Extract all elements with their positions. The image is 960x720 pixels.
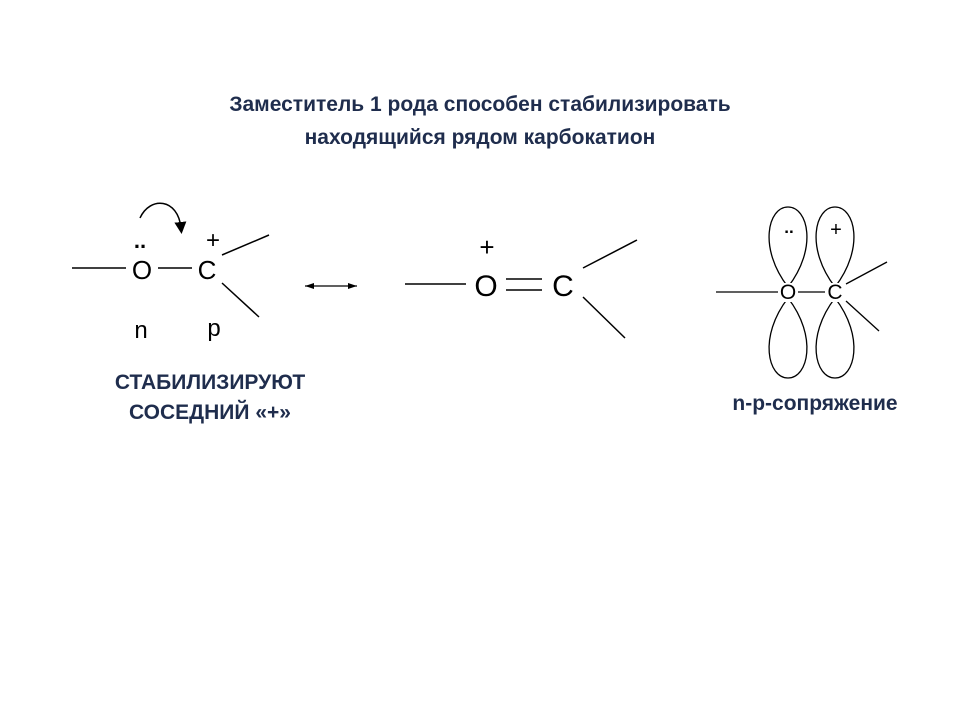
caption-stabilize-line-2: СОСЕДНИЙ «+» <box>129 401 291 424</box>
orbital-p-lower <box>815 296 855 379</box>
bond-c-upper <box>845 261 888 285</box>
structure-left: O C .. + n p <box>72 202 270 344</box>
atom-carbon: C <box>198 255 217 285</box>
structure-right: O C .. + <box>716 206 888 379</box>
positive-charge: + <box>206 227 220 254</box>
atom-oxygen: O <box>780 281 796 304</box>
label-p: p <box>207 315 220 342</box>
orbital-p-upper <box>815 206 855 289</box>
positive-charge: + <box>479 232 494 262</box>
lone-pair-dots: .. <box>134 228 146 253</box>
bond-c-lower <box>221 282 260 318</box>
orbital-n-lower <box>768 296 808 379</box>
bond-c-lower <box>582 296 626 339</box>
slide-title-line-1: Заместитель 1 рода способен стабилизиров… <box>229 93 731 116</box>
positive-charge: + <box>830 219 842 241</box>
atom-oxygen: O <box>474 270 497 303</box>
caption-np-conjugation: n-p-сопряжение <box>732 392 898 415</box>
slide-title-line-2: находящийся рядом карбокатион <box>304 126 656 149</box>
caption-stabilize-line-1: СТАБИЛИЗИРУЮТ <box>114 371 306 394</box>
bond-c-upper <box>221 234 270 256</box>
structure-middle: O C + <box>405 232 638 339</box>
atom-carbon: C <box>827 281 842 304</box>
atom-oxygen: O <box>132 255 152 285</box>
bond-c-upper <box>582 239 638 269</box>
atom-carbon: C <box>552 270 574 303</box>
lone-pair-dots: .. <box>784 218 793 237</box>
caption-stabilize: СТАБИЛИЗИРУЮТ СОСЕДНИЙ «+» <box>60 368 360 428</box>
label-n: n <box>134 317 147 344</box>
curved-arrow-icon <box>139 202 187 234</box>
bond-c-lower <box>845 300 880 332</box>
orbital-n-upper <box>768 206 808 289</box>
resonance-arrow-icon <box>305 283 357 289</box>
